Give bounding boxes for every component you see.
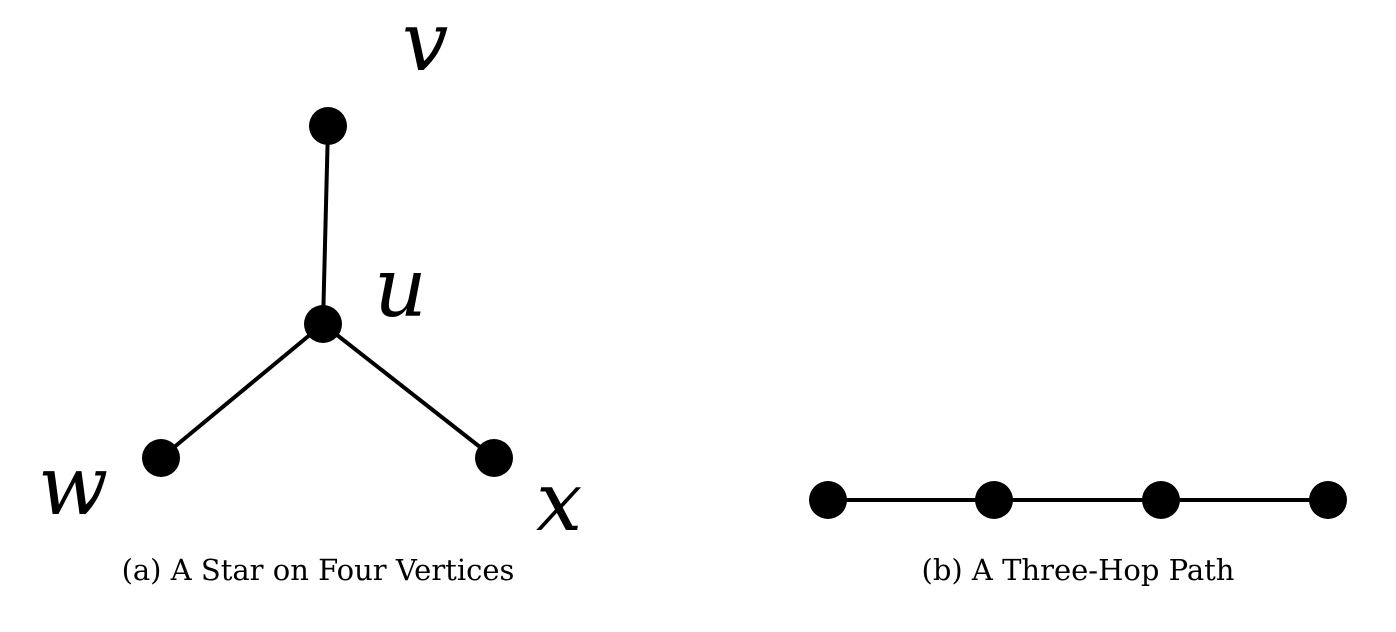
vertex-v [309,107,347,145]
vertex-w [142,439,180,477]
vertex-p1 [809,481,847,519]
label-v: v [402,0,448,90]
panel-path: (b) A Three-Hop Path [809,481,1347,587]
vertex-p4 [1309,481,1347,519]
panel-star: v u w x (a) A Star on Four Vertices [38,0,582,587]
label-u: u [374,241,427,336]
edge-u-w [159,322,325,460]
caption-star: (a) A Star on Four Vertices [122,553,515,587]
label-w: w [38,439,108,534]
vertex-p3 [1142,481,1180,519]
edge-u-v [321,124,330,326]
vertex-u [304,305,342,343]
label-x: x [536,455,582,550]
caption-path: (b) A Three-Hop Path [922,553,1235,587]
vertex-x [475,439,513,477]
edge-u-x [321,322,496,460]
vertex-p2 [975,481,1013,519]
